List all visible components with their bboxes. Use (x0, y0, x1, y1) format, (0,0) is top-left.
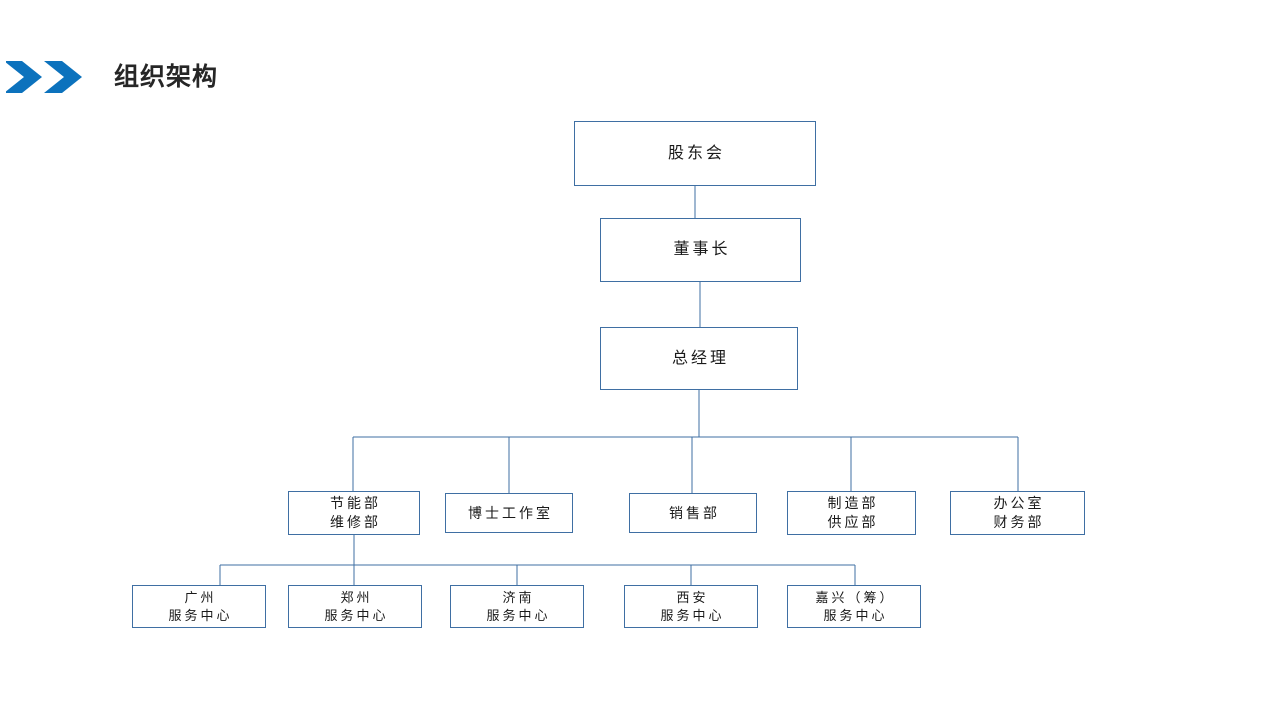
org-node-label: 销售部 (669, 504, 720, 521)
org-node-label: 财务部 (993, 514, 1045, 530)
org-node-label: 服务中心 (823, 607, 888, 623)
org-node-chairman[interactable]: 董事长 (600, 218, 801, 282)
org-node-label: 董事长 (673, 241, 731, 258)
org-node-energy-maintenance[interactable]: 节能部维修部 (288, 491, 420, 535)
org-node-xian[interactable]: 西安服务中心 (624, 585, 758, 628)
org-node-label: 办公室 (993, 495, 1045, 511)
org-node-label: 总经理 (671, 349, 729, 367)
org-node-guangzhou[interactable]: 广州服务中心 (132, 585, 266, 628)
org-node-label: 供应部 (827, 514, 879, 530)
org-node-office-finance[interactable]: 办公室财务部 (950, 491, 1085, 535)
org-node-sales[interactable]: 销售部 (629, 493, 757, 533)
org-node-label: 济南 (502, 589, 535, 605)
org-node-label: 广州 (184, 589, 217, 605)
org-node-label: 节能部 (330, 495, 381, 511)
org-node-label: 郑州 (340, 589, 373, 605)
chevron-shape-1 (4, 61, 42, 93)
org-node-label: 嘉兴（筹） (815, 589, 896, 605)
org-node-label: 服务中心 (324, 607, 389, 623)
org-node-zhengzhou[interactable]: 郑州服务中心 (288, 585, 422, 628)
org-node-manufacturing-supply[interactable]: 制造部供应部 (787, 491, 916, 535)
org-node-label: 西安 (676, 589, 709, 605)
org-node-label: 博士工作室 (468, 504, 553, 521)
org-node-doctoral-studio[interactable]: 博士工作室 (445, 493, 573, 533)
org-node-shareholders[interactable]: 股东会 (574, 121, 816, 186)
org-node-jiaxing[interactable]: 嘉兴（筹） 服务中心 (787, 585, 921, 628)
org-node-label: 股东会 (667, 144, 725, 162)
org-node-label: 维修部 (330, 514, 381, 530)
org-node-label: 服务中心 (660, 607, 725, 623)
double-chevron-right-icon (4, 60, 90, 94)
org-node-label: 制造部 (827, 495, 879, 511)
org-node-jinan[interactable]: 济南服务中心 (450, 585, 584, 628)
org-node-label: 服务中心 (486, 607, 551, 623)
page-header: 组织架构 (0, 46, 1280, 106)
org-node-label: 服务中心 (168, 607, 233, 623)
chevron-shape-2 (44, 61, 82, 93)
org-node-general-manager[interactable]: 总经理 (600, 327, 798, 390)
page-title: 组织架构 (114, 63, 219, 91)
